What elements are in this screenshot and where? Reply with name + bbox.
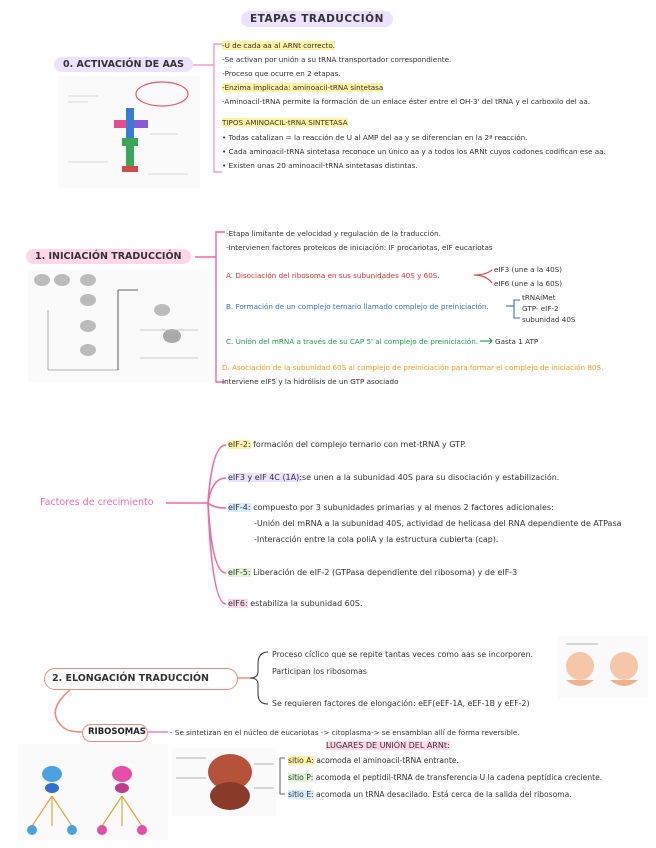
sec0-bullet-2: • Cada aminoacil-tRNA sintetasa reconoce… — [222, 147, 606, 156]
sec0-bullet-3: • Existen unas 20 aminoacil-tRNA sinteta… — [222, 161, 418, 170]
elongation-illustration — [566, 643, 638, 686]
ribosome-structure-image — [172, 748, 276, 816]
sec2-line-1: Proceso cíclico que se repite tantas vec… — [272, 650, 534, 659]
step-c-result: Gasta 1 ATP — [495, 337, 539, 346]
sec0-bullet-1: • Todas catalizan = la reacción de U al … — [222, 133, 528, 142]
step-a-item-1: eIF3 (une a la 40S) — [494, 265, 563, 274]
sec0-line-3: -Proceso que ocurre en 2 etapas. — [222, 69, 341, 78]
step-b-text: B. Formación de un complejo ternario lla… — [226, 302, 489, 311]
sec0-line-2: -Se activan por unión a su tRNA transpor… — [222, 55, 452, 64]
sec0-subheading: TIPOS AMINOACIL-tRNA SINTETASA — [222, 118, 348, 127]
factor-eif3: eIF3 y eIF 4C (1A):se unen a la subunida… — [228, 473, 560, 482]
ribosome-subunits-image — [18, 744, 168, 840]
factor-eif4: eIF-4: compuesto por 3 subunidades prima… — [228, 503, 554, 512]
step-d-note: Interviene eIF5 y la hidrólisis de un GT… — [222, 377, 399, 386]
page-title: ETAPAS TRADUCCIÓN — [241, 11, 393, 27]
section-0-heading: 0. ACTIVACIÓN DE AAS — [54, 57, 193, 72]
ribosomas-line: - Se sintetizan en el núcleo de eucariot… — [170, 728, 520, 737]
initiation-illustration — [34, 274, 198, 371]
step-a-text: A. Disociación del ribosoma en sus subun… — [226, 271, 440, 280]
initiation-diagram-image — [28, 270, 208, 382]
site-e: sitio E: acomoda un tRNA desacilado. Est… — [288, 790, 572, 799]
ribosome-structure-illustration — [176, 754, 274, 810]
step-b-item-3: subunidad 40S — [522, 315, 576, 324]
trna-diagram-image — [58, 76, 200, 188]
section-2-heading-text: 2. ELONGACIÓN TRADUCCIÓN — [52, 673, 210, 684]
sec0-line-5: -Aminoacil-tRNA permite la formación de … — [222, 97, 591, 106]
factor-eif4-sub-1: -Unión del mRNA a la subunidad 40S, acti… — [254, 519, 622, 528]
factor-eif6: eIF6: estabiliza la subunidad 60S. — [228, 599, 363, 608]
ribosome-subunits-illustration — [27, 766, 147, 835]
trna-illustration — [68, 81, 189, 175]
ribosomas-subheading: LUGARES DE UNIÓN DEL ARNt: — [326, 741, 450, 750]
ribosomas-heading-text: RIBOSOMAS — [88, 727, 146, 737]
step-b-item-2: GTP- eIF-2 — [522, 304, 559, 313]
sec2-line-3: Se requieren factores de elongación: eEF… — [272, 699, 530, 708]
sec1-intro-2: -Intervienen factores proteicos de inici… — [226, 243, 493, 252]
sec0-line-1: -U de cada aa al ARNt correcto. — [222, 41, 335, 50]
sec2-line-2: Participan los ribosomas — [272, 667, 367, 676]
ribosomas-heading — [82, 724, 148, 742]
sec0-line-4: -Enzima implicada: aminoacil-tRNA sintet… — [222, 83, 384, 92]
factor-eif5: eIF-5: Liberación de eIF-2 (GTPasa depen… — [228, 568, 518, 577]
section-1-heading: 1. INICIACIÓN TRADUCCIÓN — [26, 249, 191, 264]
factores-heading: Factores de crecimiento — [40, 497, 154, 508]
step-c-text: C. Unión del mRNA a través de su CAP 5' … — [226, 337, 479, 346]
factor-eif2: eIF-2: formación del complejo ternario c… — [228, 440, 467, 449]
site-p: sitio P: acomoda el peptidil-tRNA de tra… — [288, 773, 603, 782]
elongation-diagram-image — [558, 636, 648, 698]
site-a: sitio A: acomoda el aminoacil-tRNA entra… — [288, 756, 459, 765]
sec1-intro-1: -Etapa limitante de velocidad y regulaci… — [226, 229, 441, 238]
step-a-item-2: eIF6 (une a la 60S) — [494, 279, 563, 288]
section-2-heading — [44, 668, 238, 690]
step-d-text: D. Asociación de la subunidad 60S al com… — [222, 363, 604, 372]
factor-eif4-sub-2: -Interacción entre la cola poliA y la es… — [254, 535, 499, 544]
step-b-item-1: tRNAiMet — [522, 293, 556, 302]
